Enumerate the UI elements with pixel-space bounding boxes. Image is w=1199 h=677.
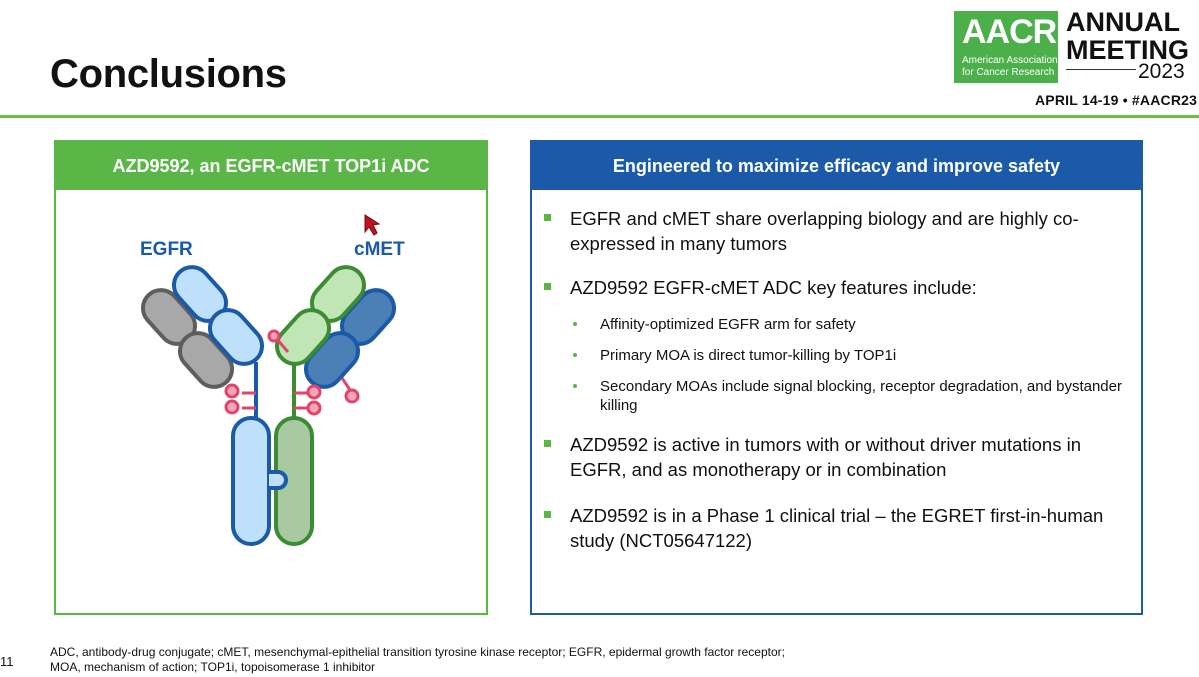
aacr-logo-org: American Association for Cancer Research xyxy=(962,55,1058,78)
header-divider xyxy=(0,115,1199,118)
sub-bullet-item: Primary MOA is direct tumor-killing by T… xyxy=(573,346,1130,365)
antibody-diagram: EGFR cMET xyxy=(140,214,405,546)
slide-title: Conclusions xyxy=(50,52,287,96)
bullet-item: AZD9592 EGFR-cMET ADC key features inclu… xyxy=(544,275,1120,300)
meeting-divider xyxy=(1066,69,1136,70)
adc-panel-heading: AZD9592, an EGFR-cMET TOP1i ADC xyxy=(56,142,486,190)
meeting-title-line2: MEETING xyxy=(1066,35,1190,65)
meeting-title-line1: ANNUAL xyxy=(1066,7,1180,37)
cursor-arrow-icon xyxy=(364,214,381,236)
bullet-item: EGFR and cMET share overlapping biology … xyxy=(544,206,1120,256)
benefits-panel: Engineered to maximize efficacy and impr… xyxy=(530,140,1143,615)
egfr-fc-chain xyxy=(231,416,271,546)
aacr-logo-box: AACR American Association for Cancer Res… xyxy=(954,11,1058,83)
aacr-logo-mark: AACR xyxy=(962,13,1057,51)
bullet-item: AZD9592 is active in tumors with or with… xyxy=(544,432,1120,482)
adc-panel: AZD9592, an EGFR-cMET TOP1i ADC EGFR cME… xyxy=(54,140,488,615)
meeting-title: ANNUAL MEETING xyxy=(1066,8,1189,64)
sub-bullet-item: Affinity-optimized EGFR arm for safety xyxy=(573,315,1130,334)
payload-conjugates xyxy=(224,329,360,416)
meeting-dates: APRIL 14-19 • #AACR23 xyxy=(1035,92,1198,108)
knob-into-hole xyxy=(269,470,288,490)
footnote-line: ADC, antibody-drug conjugate; cMET, mese… xyxy=(50,645,785,659)
cmet-label: cMET xyxy=(354,239,405,260)
bullet-item: AZD9592 is in a Phase 1 clinical trial –… xyxy=(544,503,1120,553)
footnote: ADC, antibody-drug conjugate; cMET, mese… xyxy=(50,645,1150,675)
page-number: 11 xyxy=(0,654,14,669)
sub-bullet-item: Secondary MOAs include signal blocking, … xyxy=(573,377,1130,415)
footnote-line: MOA, mechanism of action; TOP1i, topoiso… xyxy=(50,660,376,674)
egfr-label: EGFR xyxy=(140,239,193,260)
cmet-heavy-chain-arm xyxy=(274,265,367,418)
benefits-panel-heading: Engineered to maximize efficacy and impr… xyxy=(532,142,1141,190)
egfr-heavy-chain-arm xyxy=(171,265,265,418)
meeting-year: 2023 xyxy=(1138,60,1185,83)
